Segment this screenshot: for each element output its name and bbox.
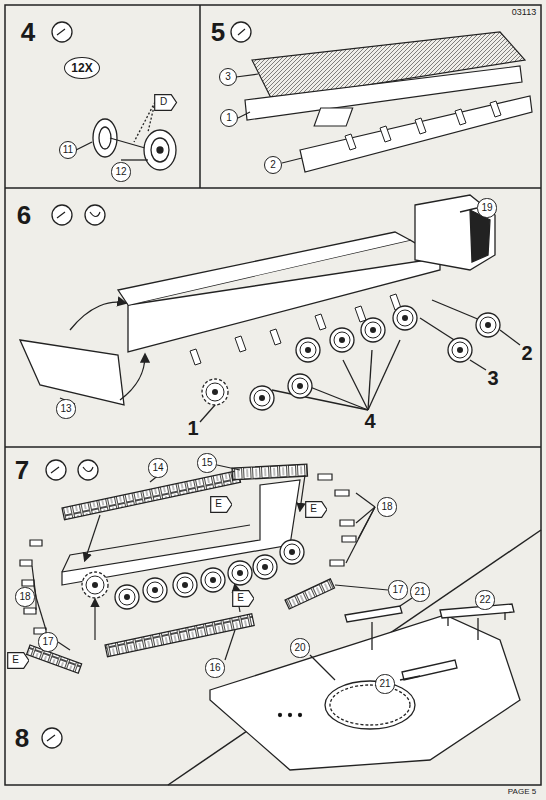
callout-number: 16 (209, 663, 220, 673)
step-number: 4 (364, 411, 375, 431)
callout-circle: 3 (219, 68, 237, 86)
callout-number: 18 (381, 502, 392, 512)
callout-number: 21 (379, 679, 390, 689)
callout-number: 11 (63, 145, 73, 155)
part-flag: E (7, 652, 30, 669)
callout-number: 19 (481, 203, 492, 213)
callout-circle: 20 (290, 638, 309, 657)
callout-circle: 15 (197, 453, 216, 472)
callout-circle: 18 (15, 587, 34, 606)
step-number: 8 (15, 725, 29, 751)
callout-number: D (160, 97, 167, 107)
callout-circle: 11 (59, 141, 77, 159)
callout-number: 20 (294, 643, 305, 653)
callout-number: 13 (60, 404, 71, 414)
step-number: 2 (521, 343, 532, 363)
callout-circle: 21 (410, 582, 429, 601)
callout-number: 1 (226, 113, 232, 123)
callout-number: 17 (392, 585, 403, 595)
callout-number: 17 (42, 637, 53, 647)
callout-circle: 1 (220, 109, 238, 127)
callout-circle: 12X (64, 57, 99, 79)
callout-number: E (237, 593, 244, 603)
callout-circle: 14 (148, 458, 167, 477)
step-number: 3 (487, 368, 498, 388)
callout-number: 2 (270, 160, 276, 170)
step-number: 5 (211, 19, 225, 45)
callout-circle: 19 (477, 198, 496, 217)
callout-number: E (215, 499, 222, 509)
callout-circle: 2 (264, 156, 282, 174)
callout-circle: 22 (475, 590, 494, 609)
part-flag: E (232, 590, 255, 607)
callout-circle: 17 (38, 632, 57, 651)
callout-circle: 16 (205, 658, 224, 677)
page-text: PAGE 5 (508, 788, 536, 796)
part-flag: E (305, 501, 328, 518)
callout-number: 12 (115, 167, 126, 177)
callout-number: 18 (19, 592, 30, 602)
callout-number: 15 (201, 458, 212, 468)
callout-circle: 21 (375, 674, 394, 693)
callout-number: E (310, 504, 317, 514)
callout-circle: 17 (388, 580, 407, 599)
callout-number: 3 (225, 72, 231, 82)
callout-number: E (12, 655, 19, 665)
step-number: 7 (15, 457, 29, 483)
step-number: 1 (187, 418, 198, 438)
callout-circle: 18 (377, 497, 396, 516)
callout-number: 12X (71, 62, 92, 74)
step-number: 6 (17, 202, 31, 228)
callout-circle: 13 (56, 399, 75, 418)
part-flag: E (210, 496, 233, 513)
callout-number: 22 (479, 595, 490, 605)
page-text: 03113 (512, 8, 536, 17)
callout-circle: 12 (111, 162, 130, 181)
part-flag: D (154, 94, 177, 111)
callout-number: 21 (414, 587, 425, 597)
step-number: 4 (21, 19, 35, 45)
callout-number: 14 (152, 463, 163, 473)
